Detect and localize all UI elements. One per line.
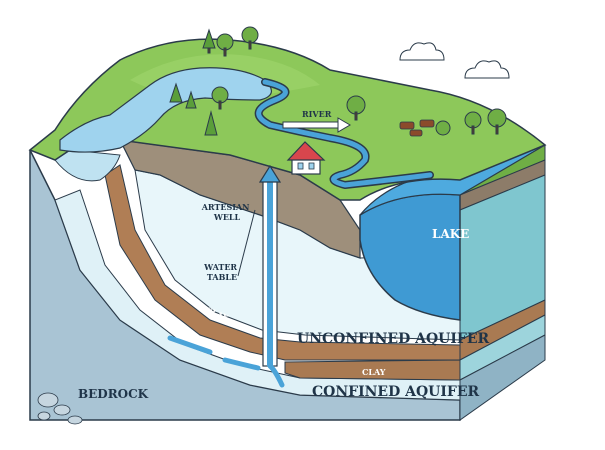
label-artesian-well: ARTESIAN WELL — [201, 202, 253, 222]
label-clay-lower: CLAY — [362, 367, 386, 377]
house — [286, 141, 326, 175]
pond-cross-section — [54, 149, 121, 182]
river-water — [256, 79, 433, 188]
river-flow-arrow — [282, 117, 351, 133]
artesian-well-pipe — [258, 164, 282, 367]
label-unconfined-aquifer: UNCONFINED AQUIFER — [297, 331, 490, 347]
label-lake: LAKE — [432, 227, 469, 241]
label-bedrock: BEDROCK — [78, 387, 149, 401]
cows — [399, 119, 435, 137]
bedrock-stones — [37, 392, 83, 425]
clouds — [399, 42, 510, 79]
label-water-table: WATER TABLE — [203, 262, 240, 282]
groundwater-flow-arrows — [167, 335, 285, 388]
trees — [169, 26, 507, 136]
water-table-leader — [237, 209, 256, 277]
label-confined-aquifer: CONFINED AQUIFER — [312, 384, 480, 400]
side-bedrock — [459, 334, 546, 421]
label-river: RIVER — [302, 109, 332, 119]
